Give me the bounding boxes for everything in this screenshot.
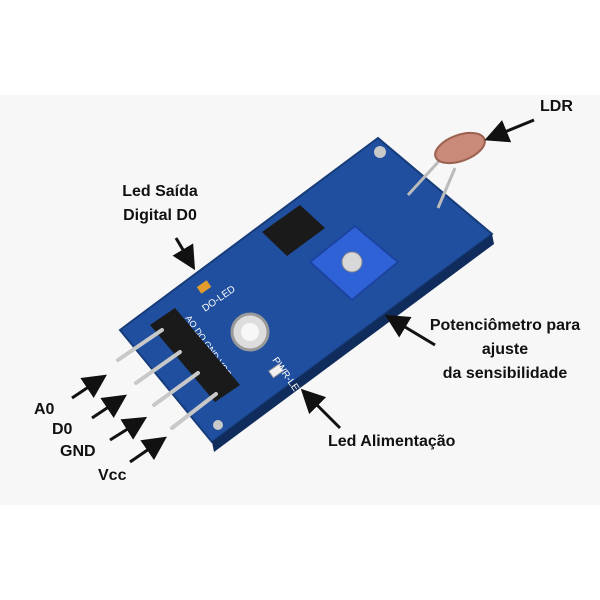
label-vcc: Vcc (98, 467, 127, 484)
pins (116, 328, 218, 430)
label-pot-line2: ajuste (481, 341, 529, 358)
potentiometer-knob (341, 251, 363, 273)
comparator-chip (262, 205, 325, 256)
label-led-saida-line2: Digital D0 (123, 207, 197, 224)
mount-hole (374, 146, 386, 158)
label-led-saida: Led Saída Digital D0 (95, 180, 225, 228)
pin-header (150, 308, 240, 402)
label-potenciometro: Potenciômetro para ajuste da sensibilida… (410, 314, 600, 386)
pcb-edge (212, 234, 494, 452)
led-saida-digital (196, 280, 212, 294)
led-alimentacao (268, 363, 284, 379)
label-gnd: GND (60, 443, 96, 460)
label-ldr: LDR (540, 98, 573, 115)
mount-hole (213, 420, 223, 430)
label-pot-line1: Potenciômetro para (429, 317, 581, 334)
label-pot-line3: da sensibilidade (442, 365, 568, 382)
ldr-sensor (406, 131, 486, 209)
label-led-saida-line1: Led Saída (122, 183, 198, 200)
mount-hole-center (241, 323, 259, 341)
label-d0: D0 (52, 421, 73, 438)
label-a0: A0 (34, 401, 55, 418)
arrows (71, 118, 535, 464)
label-led-alimentacao: Led Alimentação (328, 433, 456, 450)
